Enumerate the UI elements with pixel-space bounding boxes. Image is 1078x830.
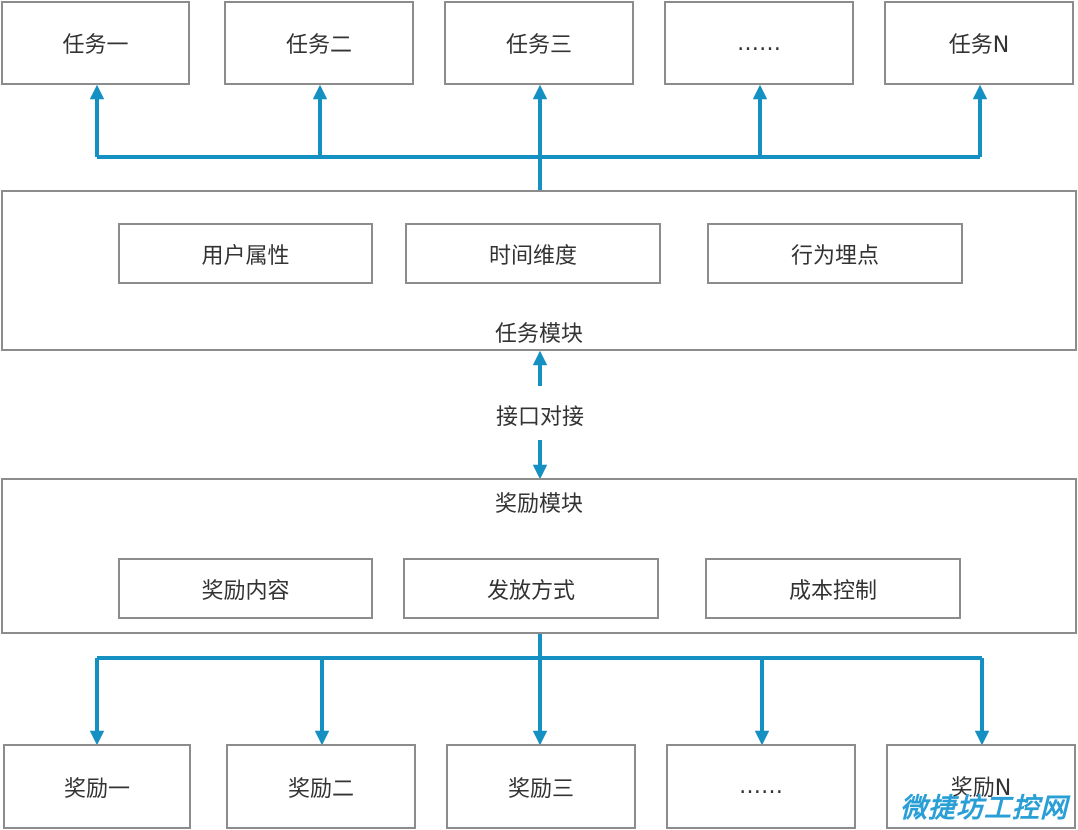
task-module-title: 任务模块 (494, 322, 583, 347)
task-box-3: 任务三 (444, 1, 634, 85)
reward-item-distribution: 发放方式 (403, 558, 659, 619)
watermark-logo: 微捷坊工控网 (900, 793, 1068, 824)
task-item-time-dimension: 时间维度 (405, 223, 661, 284)
task-box-n: 任务N (884, 1, 1074, 85)
task-item-user-attributes: 用户属性 (118, 223, 373, 284)
task-box-1: 任务一 (1, 1, 190, 85)
reward-item-cost-control: 成本控制 (705, 558, 961, 619)
reward-item-content: 奖励内容 (118, 558, 373, 619)
reward-box-1: 奖励一 (3, 744, 191, 829)
reward-box-ellipsis: …… (666, 744, 856, 829)
reward-box-2: 奖励二 (226, 744, 416, 829)
reward-box-n: 奖励N (886, 744, 1076, 829)
task-box-2: 任务二 (224, 1, 414, 85)
task-item-event-tracking: 行为埋点 (707, 223, 963, 284)
task-module: 用户属性 时间维度 行为埋点 任务模块 (1, 190, 1077, 351)
interface-label: 接口对接 (495, 405, 584, 430)
task-box-ellipsis: …… (664, 1, 854, 85)
reward-box-3: 奖励三 (446, 744, 636, 829)
reward-module-title: 奖励模块 (494, 492, 583, 517)
reward-module: 奖励模块 奖励内容 发放方式 成本控制 (1, 478, 1077, 634)
